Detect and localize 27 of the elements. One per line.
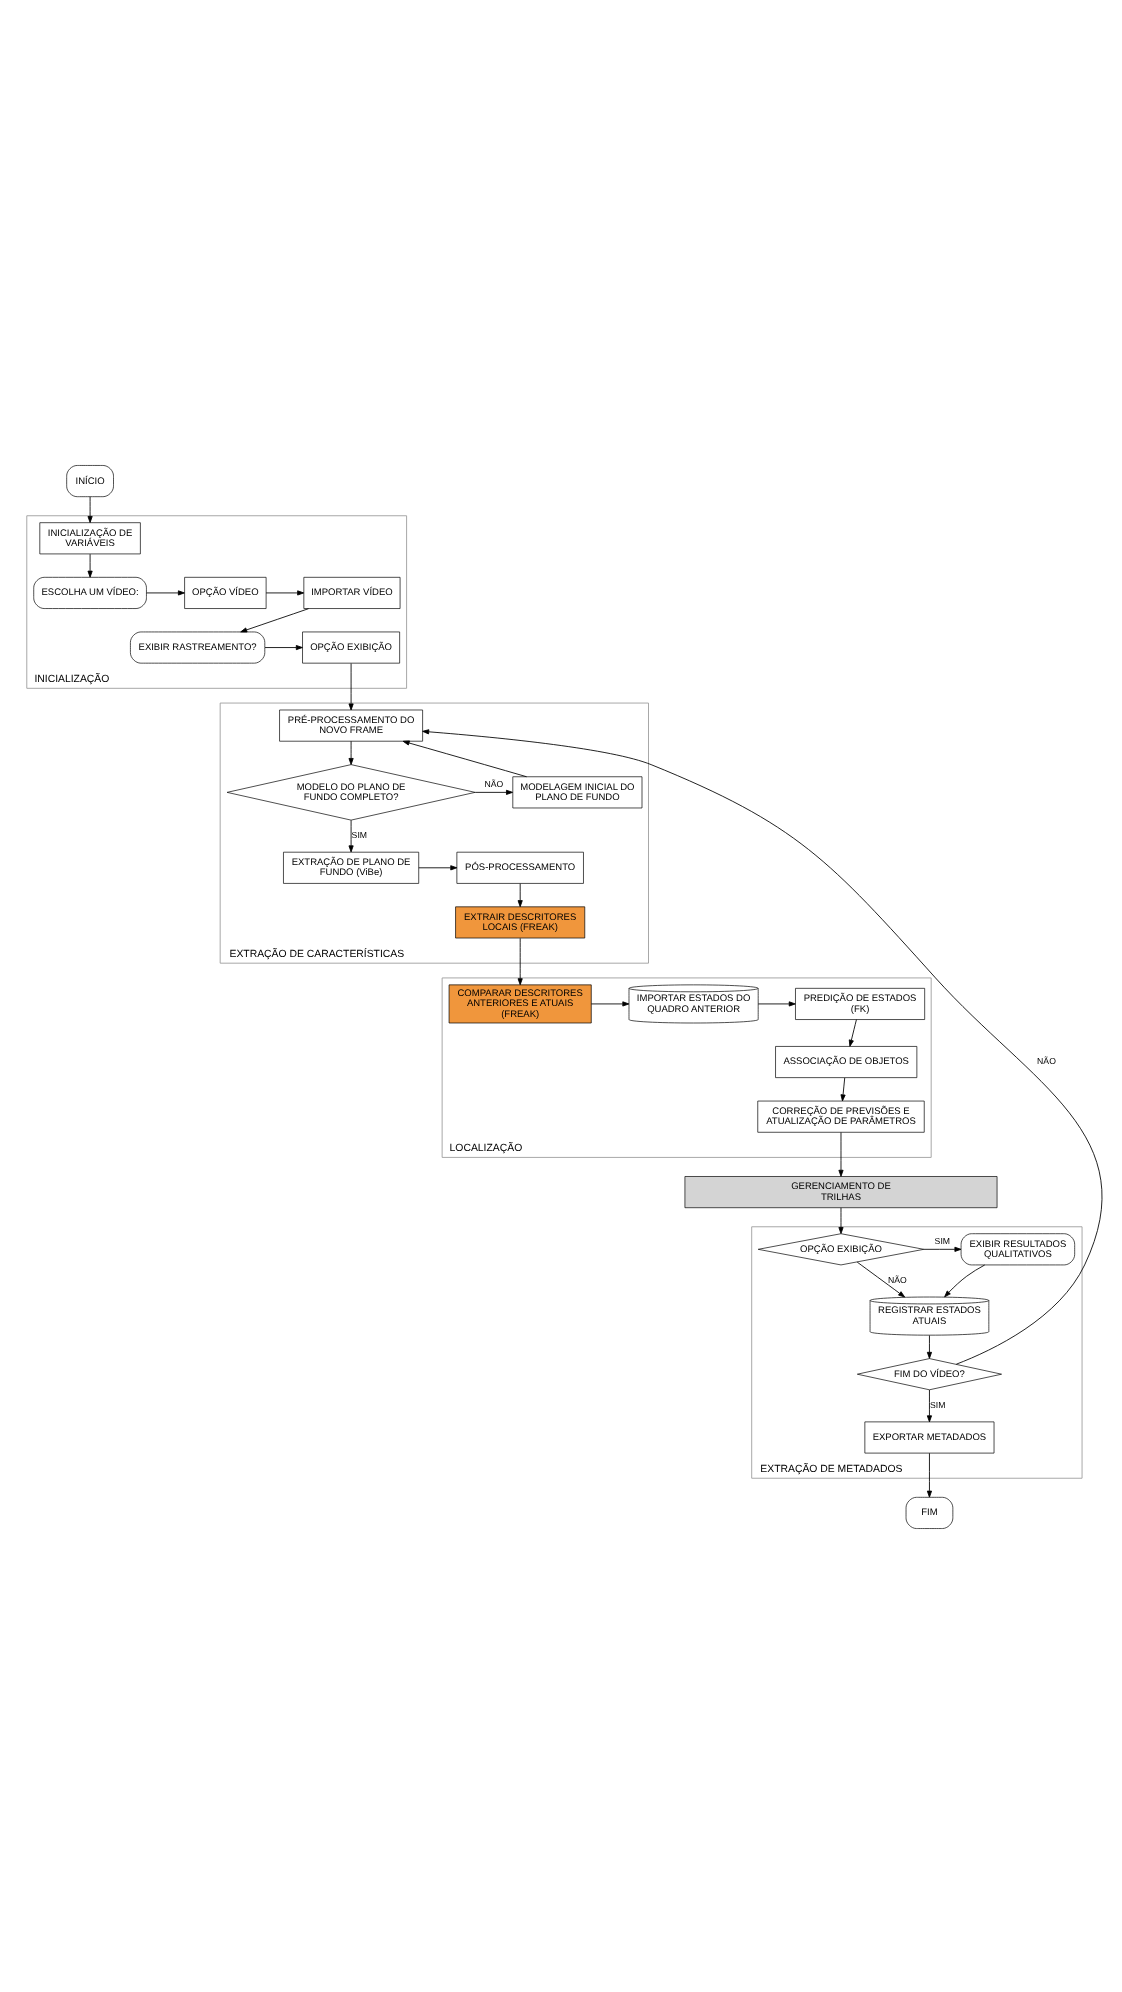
arrow <box>87 552 93 577</box>
arrow <box>418 864 458 870</box>
arrow <box>474 788 513 794</box>
arrow <box>422 728 1103 1364</box>
arrow <box>840 1076 846 1101</box>
arrow <box>402 739 528 777</box>
arrow <box>838 1206 844 1233</box>
arrow <box>944 1263 986 1297</box>
arrow <box>926 1451 932 1497</box>
arrow <box>848 1018 857 1046</box>
arrow <box>348 739 354 764</box>
arrow <box>264 644 303 650</box>
arrow <box>517 936 523 985</box>
arrow <box>838 1131 844 1176</box>
arrow <box>265 589 305 595</box>
arrow <box>87 495 93 522</box>
arrow <box>757 1000 796 1006</box>
arrow <box>146 589 185 595</box>
arrow <box>590 1000 630 1006</box>
arrow <box>348 662 354 710</box>
arrow <box>348 818 354 852</box>
arrow <box>856 1260 906 1297</box>
arrow <box>926 1333 932 1358</box>
arrow <box>926 1388 932 1422</box>
arrow <box>517 882 523 907</box>
arrow <box>923 1245 962 1251</box>
arrow <box>240 607 309 632</box>
